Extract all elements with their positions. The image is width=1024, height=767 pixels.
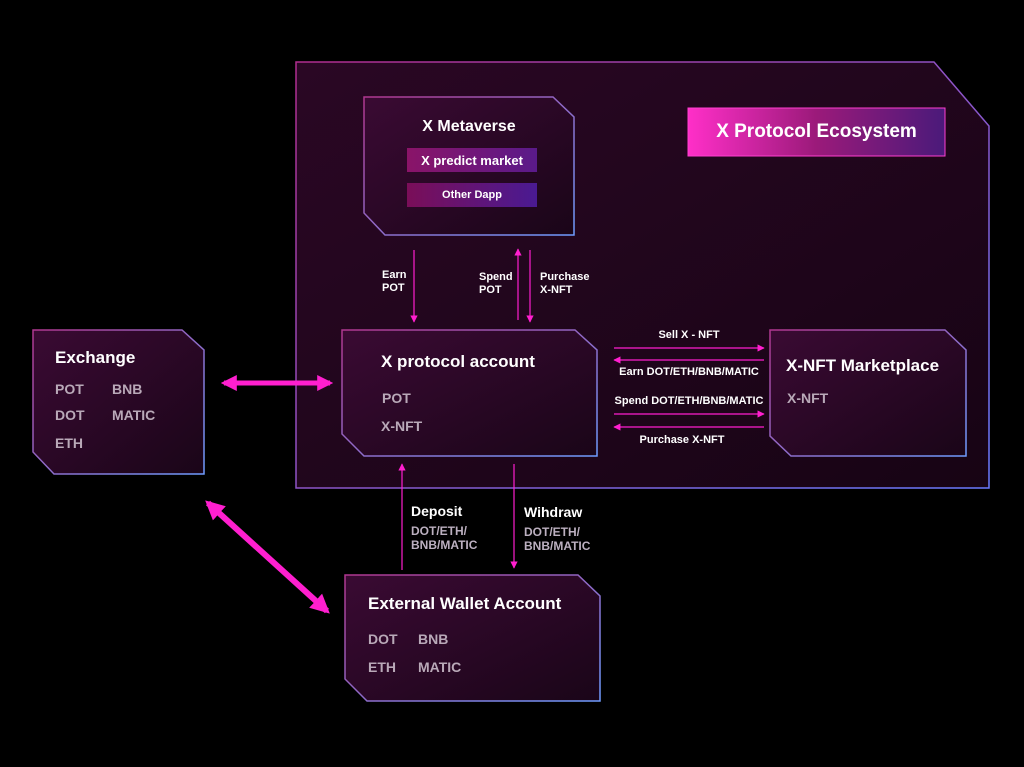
label-deposit: Deposit DOT/ETH/ BNB/MATIC: [411, 503, 478, 552]
metaverse-title: X Metaverse: [422, 118, 516, 135]
account-token-pot: POT: [382, 390, 411, 406]
wallet-token-dot: DOT: [368, 631, 398, 647]
label-withdraw: Wihdraw DOT/ETH/ BNB/MATIC: [524, 504, 591, 553]
label-earn-tokens: Earn DOT/ETH/BNB/MATIC: [619, 366, 759, 378]
exchange-token-dot: DOT: [55, 407, 85, 423]
exchange-token-bnb: BNB: [112, 381, 143, 397]
ecosystem-title: X Protocol Ecosystem: [716, 121, 917, 142]
metaverse-item-predict-market[interactable]: X predict market: [421, 152, 523, 168]
account-token-xnft: X-NFT: [381, 418, 423, 434]
label-purchase-tokens: Purchase X-NFT: [639, 434, 725, 446]
wallet-card: [344, 574, 601, 702]
wallet-token-eth: ETH: [368, 659, 396, 675]
metaverse-item-other-dapp[interactable]: Other Dapp: [442, 189, 502, 201]
marketplace-token-xnft: X-NFT: [787, 390, 829, 406]
account-card: [341, 329, 598, 457]
wallet-title: External Wallet Account: [368, 594, 562, 613]
arrow-exchange-wallet: [205, 500, 330, 614]
exchange-token-pot: POT: [55, 381, 84, 397]
exchange-token-eth: ETH: [55, 435, 83, 451]
wallet-token-bnb: BNB: [418, 631, 449, 647]
marketplace-card: [769, 329, 967, 457]
exchange-token-matic: MATIC: [112, 407, 156, 423]
marketplace-title: X-NFT Marketplace: [786, 356, 940, 375]
pill-other-dapp: [407, 183, 537, 207]
exchange-title: Exchange: [55, 348, 136, 367]
ecosystem-title-banner: [687, 107, 946, 157]
exchange-card: [32, 329, 205, 475]
label-spend-tokens: Spend DOT/ETH/BNB/MATIC: [614, 395, 764, 407]
account-title: X protocol account: [381, 352, 535, 371]
pill-predict-market: [407, 148, 537, 172]
label-sell-xnft: Sell X - NFT: [658, 329, 720, 341]
wallet-token-matic: MATIC: [418, 659, 462, 675]
